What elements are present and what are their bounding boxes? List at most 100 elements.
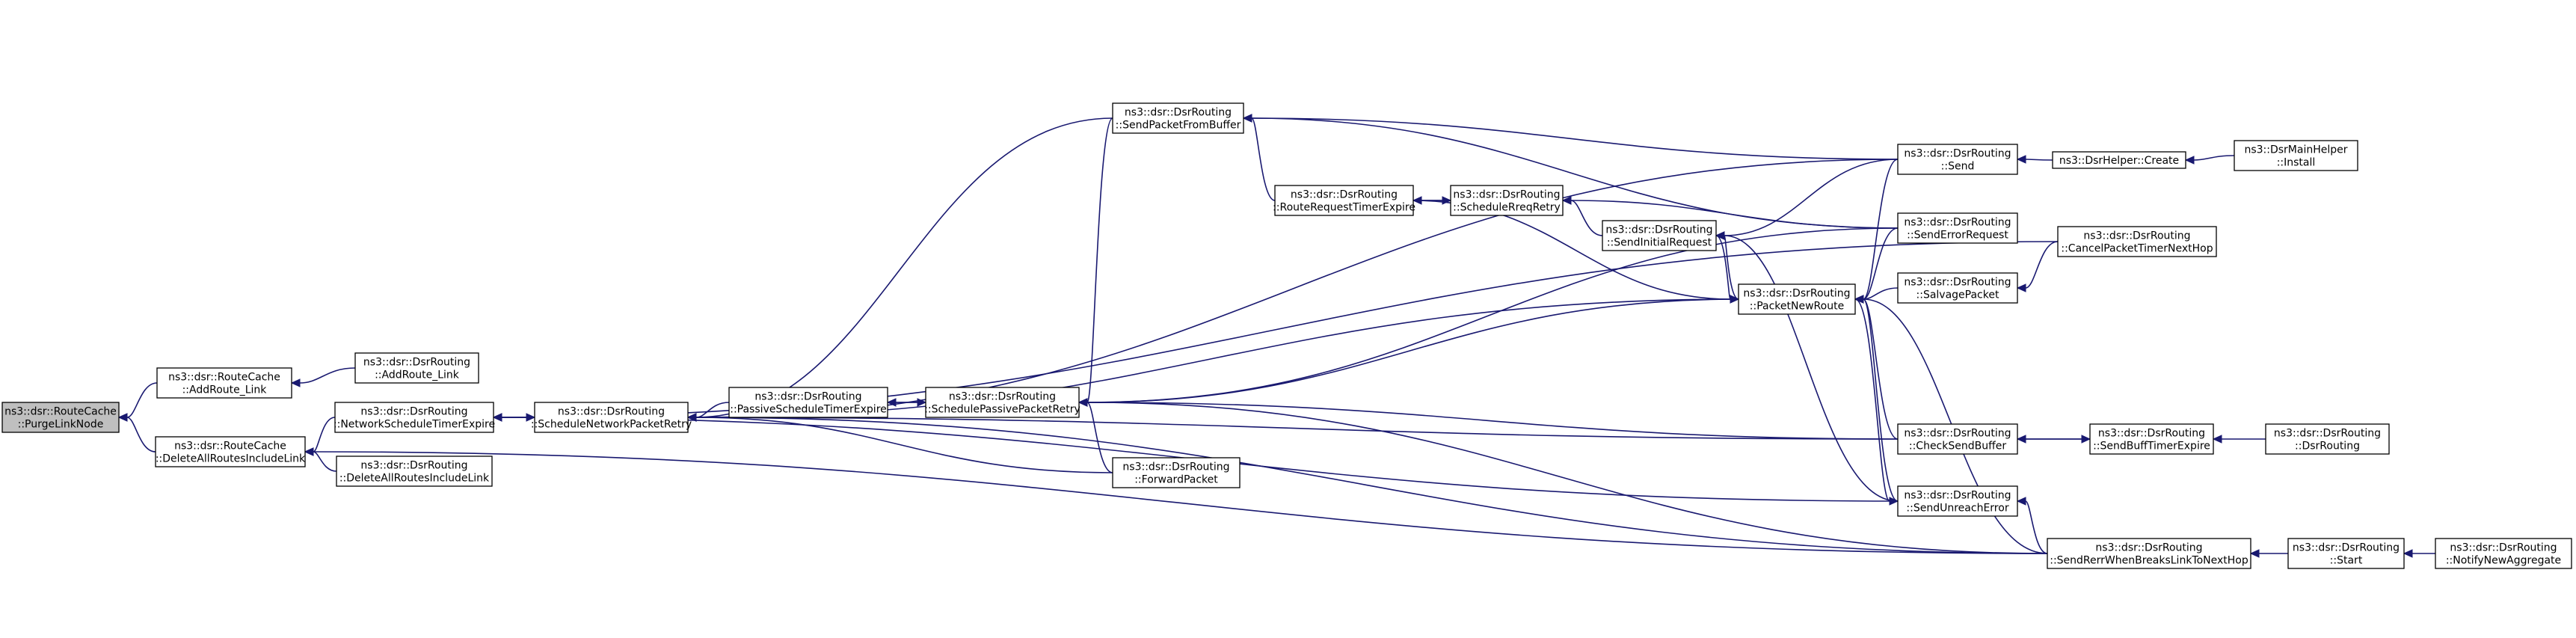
- edges-layer: [117, 114, 2436, 558]
- node-label-line: ns3::dsr::DsrRouting: [1904, 217, 2011, 229]
- node-senderr[interactable]: ns3::dsr::DsrRouting::SendErrorRequest: [1897, 212, 2018, 244]
- edge-unreach-to-sendinit: [1715, 231, 1899, 502]
- arrowhead-icon: [1854, 295, 1864, 304]
- node-box: [1897, 144, 2018, 175]
- node-rreqtimer[interactable]: ns3::dsr::DsrRouting::RouteRequestTimerE…: [1273, 185, 1415, 216]
- node-schednet[interactable]: ns3::dsr::DsrRouting::ScheduleNetworkPac…: [531, 402, 692, 433]
- node-schedreq[interactable]: ns3::dsr::DsrRouting::ScheduleRreqRetry: [1450, 185, 1564, 216]
- edge-cancel-to-netsched: [492, 241, 2059, 422]
- node-box: [1112, 102, 1244, 134]
- node-box: [2287, 538, 2405, 569]
- edge-line: [1570, 200, 1899, 229]
- node-label-line: ::PurgeLinkNode: [18, 419, 104, 431]
- edge-line: [1715, 235, 1731, 300]
- node-helpercreate[interactable]: ns3::DsrHelper::Create: [2052, 151, 2186, 169]
- node-label-line: ns3::dsr::DsrRouting: [360, 406, 467, 418]
- node-label-line: ns3::dsr::DsrRouting: [2098, 428, 2205, 440]
- node-label-line: ::DeleteAllRoutesIncludeLink: [339, 473, 490, 485]
- arrowhead-icon: [1078, 398, 1088, 407]
- node-box: [2089, 423, 2214, 455]
- arrowhead-icon: [686, 413, 697, 422]
- arrowhead-icon: [290, 378, 301, 387]
- node-label-line: ::CheckSendBuffer: [1909, 441, 2006, 453]
- node-box: [2057, 226, 2217, 257]
- node-cancel[interactable]: ns3::dsr::DsrRouting::CancelPacketTimerN…: [2057, 226, 2217, 257]
- node-box: [1738, 283, 1856, 315]
- node-label-line: ns3::dsr::DsrRouting: [949, 391, 1056, 403]
- node-sendfrombuf[interactable]: ns3::dsr::DsrRouting::SendPacketFromBuff…: [1112, 102, 1244, 134]
- node-pnr[interactable]: ns3::dsr::DsrRouting::PacketNewRoute: [1738, 283, 1856, 315]
- node-box: [1897, 485, 2018, 517]
- edge-line: [695, 159, 1899, 418]
- node-deleteall[interactable]: ns3::dsr::RouteCache::DeleteAllRoutesInc…: [155, 436, 306, 467]
- edge-line: [695, 417, 1113, 473]
- edge-line: [1724, 159, 1899, 236]
- node-label-line: ns3::dsr::DsrRouting: [754, 391, 861, 403]
- node-label-line: ::Install: [2277, 157, 2316, 169]
- node-passivetimer[interactable]: ns3::dsr::DsrRouting::PassiveScheduleTim…: [728, 387, 888, 418]
- edge-line: [1863, 298, 1899, 440]
- edge-sendrerr-to-schednet: [686, 413, 2048, 554]
- node-box: [155, 436, 306, 467]
- edge-cancel-to-salvage: [2016, 241, 2059, 292]
- node-notify[interactable]: ns3::dsr::DsrRouting::NotifyNewAggregate: [2435, 538, 2572, 569]
- node-salvage[interactable]: ns3::dsr::DsrRouting::SalvagePacket: [1897, 272, 2018, 304]
- node-checkbuf[interactable]: ns3::dsr::DsrRouting::CheckSendBuffer: [1897, 423, 2018, 455]
- node-forward[interactable]: ns3::dsr::DsrRouting::ForwardPacket: [1112, 457, 1241, 488]
- node-label-line: ::AddRoute_Link: [375, 369, 460, 381]
- nodes-layer: ns3::dsr::RouteCache::PurgeLinkNodens3::…: [1, 102, 2572, 569]
- node-label-line: ns3::dsr::DsrRouting: [2274, 428, 2381, 440]
- node-ctor[interactable]: ns3::dsr::DsrRouting::DsrRouting: [2265, 423, 2390, 455]
- node-label-line: ns3::dsr::DsrRouting: [2450, 542, 2557, 554]
- arrowhead-icon: [1730, 295, 1740, 304]
- edge-line: [1724, 235, 1739, 300]
- node-box: [534, 402, 689, 433]
- edge-line: [695, 417, 2048, 554]
- edge-send-to-sendfrombuf: [1242, 114, 1899, 160]
- edge-line: [1086, 117, 1113, 403]
- node-label-line: ::SalvagePacket: [1916, 289, 1999, 301]
- node-label-line: ns3::dsr::DsrRouting: [1122, 461, 1229, 473]
- node-box: [2234, 140, 2358, 171]
- edge-line: [1086, 227, 1899, 403]
- node-r_addroute[interactable]: ns3::dsr::DsrRouting::AddRoute_Link: [354, 352, 479, 384]
- node-label-line: ::DeleteAllRoutesIncludeLink: [156, 453, 306, 465]
- node-label-line: ::CancelPacketTimerNextHop: [2061, 243, 2213, 255]
- node-unreach[interactable]: ns3::dsr::DsrRouting::SendUnreachError: [1897, 485, 2018, 517]
- node-r_deleteall[interactable]: ns3::dsr::DsrRouting::DeleteAllRoutesInc…: [336, 456, 493, 487]
- node-netsched[interactable]: ns3::dsr::DsrRouting::NetworkScheduleTim…: [333, 402, 495, 433]
- node-label-line: ::SchedulePassivePacketRetry: [924, 404, 1080, 416]
- edge-send-to-schednet: [686, 159, 1899, 422]
- node-install[interactable]: ns3::DsrMainHelper::Install: [2234, 140, 2358, 171]
- arrowhead-icon: [2403, 549, 2413, 558]
- edge-sendfrombuf-to-schednet: [686, 117, 1113, 422]
- node-schedpassive[interactable]: ns3::dsr::DsrRouting::SchedulePassivePac…: [924, 387, 1080, 418]
- arrowhead-icon: [2212, 435, 2222, 444]
- edge-line: [2025, 159, 2053, 161]
- node-send[interactable]: ns3::dsr::DsrRouting::Send: [1897, 144, 2018, 175]
- node-box: [156, 367, 292, 399]
- edge-deleteall-to-purge: [117, 413, 156, 453]
- edge-line: [2025, 500, 2048, 554]
- edge-line: [1570, 200, 1603, 236]
- node-sendinit[interactable]: ns3::dsr::DsrRouting::SendInitialRequest: [1602, 220, 1717, 251]
- node-label-line: ::ScheduleRreqRetry: [1453, 202, 1561, 214]
- node-label-line: ns3::dsr::RouteCache: [174, 441, 286, 453]
- arrowhead-icon: [1561, 196, 1572, 205]
- node-buftimer[interactable]: ns3::dsr::DsrRouting::SendBuffTimerExpir…: [2089, 423, 2214, 455]
- node-box: [1274, 185, 1414, 216]
- edge-checkbuf-to-pnr: [1854, 295, 1899, 440]
- node-sendrerr[interactable]: ns3::dsr::DsrRouting::SendRerrWhenBreaks…: [2047, 538, 2251, 569]
- edge-sendrerr-to-unreach: [2016, 497, 2048, 554]
- arrowhead-icon: [2184, 156, 2195, 165]
- node-label-line: ns3::dsr::DsrRouting: [1904, 148, 2011, 160]
- node-purge[interactable]: ns3::dsr::RouteCache::PurgeLinkNode: [1, 402, 120, 433]
- node-label-line: ns3::dsr::RouteCache: [4, 406, 117, 418]
- edge-line: [313, 417, 336, 453]
- node-box: [2047, 538, 2251, 569]
- edge-line: [2193, 155, 2235, 161]
- edge-line: [1086, 402, 2048, 554]
- arrowhead-icon: [492, 413, 502, 422]
- node-start[interactable]: ns3::dsr::DsrRouting::Start: [2287, 538, 2405, 569]
- node-addroute[interactable]: ns3::dsr::RouteCache::AddRoute_Link: [156, 367, 292, 399]
